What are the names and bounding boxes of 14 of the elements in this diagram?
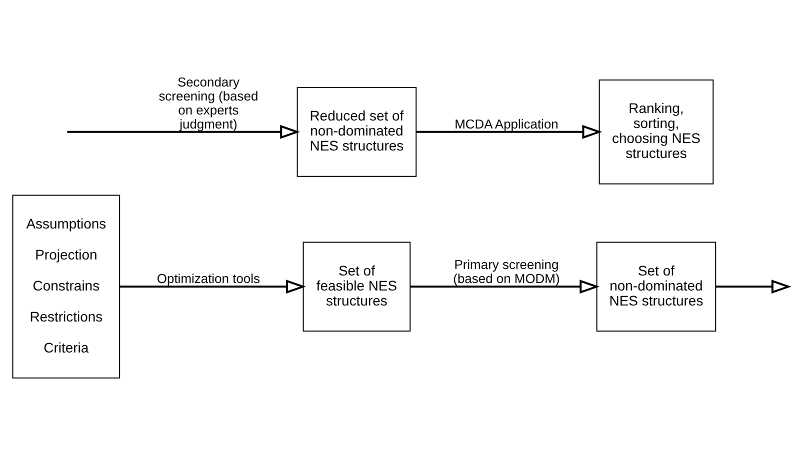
- edge-label: MCDA Application: [454, 116, 558, 131]
- arrow: [410, 279, 600, 294]
- node-box: Set of non-dominated NES structures: [596, 241, 716, 332]
- edge-label: Primary screening (based on MODM): [453, 256, 560, 286]
- node-box: Reduced set of non-dominated NES structures: [296, 86, 417, 176]
- arrow: [120, 279, 306, 294]
- node-box: Set of feasible NES structures: [302, 241, 411, 332]
- arrow: [716, 279, 792, 294]
- node-box: Assumptions Projection Constrains Restrictions Criteria: [12, 194, 120, 378]
- arrow: [67, 124, 300, 138]
- arrow: [416, 124, 602, 138]
- edge-label: Optimization tools: [156, 270, 260, 286]
- edge-label: Secondary screening (based on experts judgment): [158, 74, 258, 131]
- node-box: Ranking, sorting, choosing NES structures: [598, 78, 714, 184]
